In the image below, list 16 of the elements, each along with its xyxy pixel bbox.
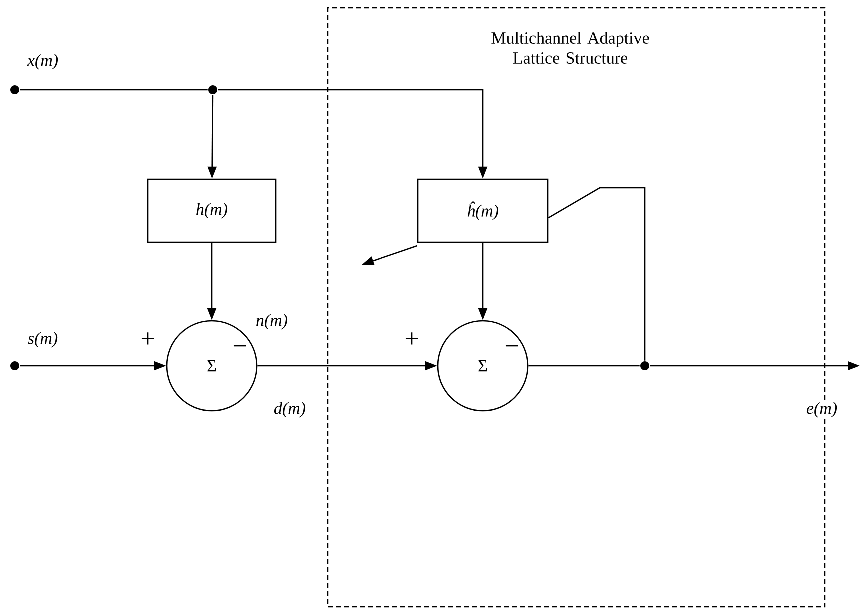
signal-label: s(m) (28, 332, 58, 348)
junction-dot (208, 86, 218, 94)
signal-label: x(m) (27, 54, 58, 70)
filter-box: ĥ(m) (417, 178, 549, 244)
connector-line (528, 365, 640, 367)
sign-label: + (142, 332, 154, 345)
sign-label: + (406, 332, 418, 345)
edge-label: e(m) (805, 401, 839, 419)
connector-line (20, 89, 208, 91)
connector-line (548, 187, 646, 361)
sign-label: − (506, 345, 518, 347)
group-heading: Multichannel Adaptive Lattice Structure (492, 32, 650, 64)
sign-label: − (234, 345, 246, 347)
edge-label: d(m) (272, 401, 308, 419)
junction-dot (640, 362, 650, 370)
filter-box: h(m) (147, 178, 277, 244)
